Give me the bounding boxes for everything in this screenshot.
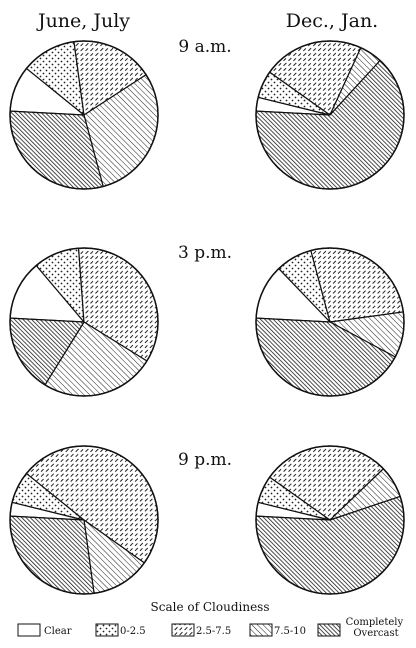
legend-label-overcast-line2: Overcast — [353, 628, 398, 639]
legend-swatch-completely-overcast — [317, 623, 341, 637]
pie-june-july-9-p-m — [9, 445, 159, 595]
pie-june-july-3-p-m-outline — [9, 247, 159, 397]
pie-june-july-9-p-m-slice-completely-overcast — [9, 515, 95, 595]
legend-swatch-clear — [17, 623, 41, 637]
pie-june-july-3-p-m — [9, 247, 159, 397]
legend-label-7-5-10: 7.5-10 — [274, 626, 306, 637]
pie-june-july-9-p-m-outline — [9, 445, 159, 595]
pie-charts — [9, 40, 405, 595]
column-heading-dec-jan: Dec., Jan. — [286, 10, 378, 32]
legend-label-overcast-line1: Completely — [346, 617, 404, 628]
legend-label-2-5-7-5: 2.5-7.5 — [196, 626, 231, 637]
legend-swatch-2-5-7-5 — [171, 623, 195, 637]
pie-dec-jan-9-a-m-outline — [255, 40, 405, 190]
time-heading-9pm: 9 p.m. — [178, 450, 232, 470]
legend-title: Scale of Cloudiness — [151, 600, 270, 614]
time-heading-9am: 9 a.m. — [178, 37, 231, 57]
legend-swatch-7-5-10 — [249, 623, 273, 637]
legend-label-0-2-5: 0-2.5 — [120, 626, 146, 637]
legend-swatch-0-2-5 — [95, 623, 119, 637]
pie-dec-jan-3-p-m — [255, 247, 405, 397]
pie-dec-jan-9-p-m-outline — [255, 445, 405, 595]
time-heading-3pm: 3 p.m. — [178, 243, 232, 263]
pie-dec-jan-9-p-m — [255, 445, 405, 595]
pie-june-july-9-a-m-outline — [9, 40, 159, 190]
pie-dec-jan-9-a-m — [255, 40, 405, 190]
legend: Scale of Cloudiness Clear 0-2.5 2.5-7.5 … — [17, 600, 407, 639]
legend-label-clear: Clear — [44, 626, 72, 637]
pie-june-july-9-a-m — [9, 40, 159, 190]
pie-dec-jan-3-p-m-outline — [255, 247, 405, 397]
column-heading-june-july: June, July — [36, 10, 130, 32]
legend-label-completely-overcast: Completely Overcast — [346, 617, 407, 639]
